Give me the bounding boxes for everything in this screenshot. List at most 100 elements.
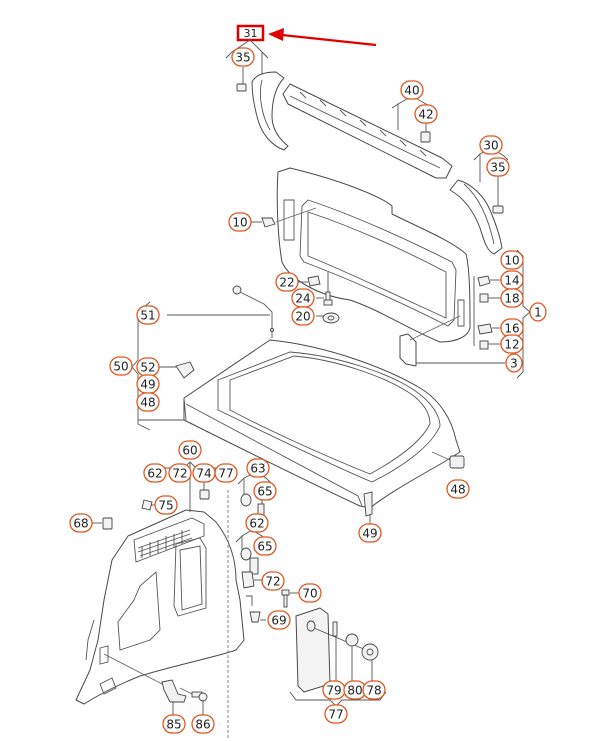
callout-ring bbox=[362, 680, 386, 700]
bolt-70[interactable] bbox=[281, 589, 300, 608]
callout-72[interactable]: 72 bbox=[168, 463, 192, 483]
pillar-trim-30[interactable] bbox=[449, 179, 503, 255]
callout-48[interactable]: 48 bbox=[136, 392, 160, 412]
callout-40[interactable]: 40 bbox=[400, 80, 424, 100]
clip-10-left[interactable] bbox=[251, 217, 276, 228]
callout-62[interactable]: 62 bbox=[245, 513, 269, 533]
callout-1[interactable]: 1 bbox=[529, 302, 547, 322]
callout-50[interactable]: 50 bbox=[109, 356, 133, 376]
callout-72[interactable]: 72 bbox=[261, 571, 285, 591]
cover-plate-77[interactable] bbox=[295, 607, 379, 693]
callout-label: 68 bbox=[73, 517, 88, 531]
callout-ring bbox=[291, 306, 315, 326]
callout-label: 69 bbox=[271, 614, 286, 628]
cover-3[interactable] bbox=[399, 333, 417, 367]
callout-86[interactable]: 86 bbox=[191, 714, 215, 734]
clip-35-right[interactable] bbox=[492, 176, 504, 214]
callout-74[interactable]: 74 bbox=[192, 463, 216, 483]
bolt-65-lower[interactable] bbox=[240, 536, 259, 575]
screw-62-upper[interactable] bbox=[240, 478, 265, 519]
side-trim-60[interactable] bbox=[75, 509, 245, 705]
callout-ring bbox=[324, 704, 348, 724]
callout-24[interactable]: 24 bbox=[291, 288, 315, 308]
clip-69[interactable] bbox=[246, 595, 266, 623]
callout-label: 72 bbox=[265, 575, 280, 589]
callout-18[interactable]: 18 bbox=[500, 288, 524, 308]
callout-ring bbox=[168, 463, 192, 483]
clip-75[interactable] bbox=[141, 499, 155, 511]
clip-42[interactable] bbox=[420, 122, 431, 143]
callout-label: 35 bbox=[235, 51, 250, 65]
callout-ring bbox=[253, 481, 277, 501]
bumper-49[interactable] bbox=[363, 491, 373, 526]
tailgate-trim-panel-1[interactable] bbox=[276, 167, 471, 343]
callout-16[interactable]: 16 bbox=[500, 318, 524, 338]
clip-16[interactable] bbox=[477, 323, 501, 335]
cap-48[interactable] bbox=[431, 451, 465, 469]
clip-68[interactable] bbox=[92, 517, 113, 530]
callout-10[interactable]: 10 bbox=[500, 250, 524, 270]
bolt-86[interactable] bbox=[179, 687, 208, 716]
callout-ring bbox=[261, 571, 285, 591]
callout-48[interactable]: 48 bbox=[446, 479, 470, 499]
callout-35[interactable]: 35 bbox=[231, 47, 255, 67]
callout-49[interactable]: 49 bbox=[358, 523, 382, 543]
support-rod-51[interactable] bbox=[232, 285, 274, 338]
callout-20[interactable]: 20 bbox=[291, 306, 315, 326]
clip-14[interactable] bbox=[477, 275, 501, 287]
callout-63[interactable]: 63 bbox=[246, 458, 270, 478]
callout-51[interactable]: 51 bbox=[136, 305, 160, 325]
callout-14[interactable]: 14 bbox=[500, 270, 524, 290]
callout-ring bbox=[529, 302, 547, 322]
clip-74[interactable] bbox=[199, 480, 210, 500]
clip-35-left[interactable] bbox=[236, 67, 247, 92]
clip-18[interactable] bbox=[479, 293, 501, 303]
hook-52[interactable] bbox=[157, 361, 195, 379]
clip-72-lower[interactable] bbox=[241, 571, 262, 589]
callout-3[interactable]: 3 bbox=[505, 353, 523, 373]
callout-22[interactable]: 22 bbox=[275, 272, 299, 292]
callout-ring bbox=[275, 272, 299, 292]
callout-label: 18 bbox=[504, 292, 519, 306]
callout-ring bbox=[143, 463, 167, 483]
callout-68[interactable]: 68 bbox=[69, 513, 93, 533]
nut-20[interactable] bbox=[316, 312, 340, 324]
screw-24[interactable] bbox=[316, 291, 333, 306]
roof-rail-trim-40[interactable] bbox=[282, 83, 453, 179]
callout-ring bbox=[231, 47, 255, 67]
callout-78[interactable]: 78 bbox=[362, 680, 386, 700]
callout-65[interactable]: 65 bbox=[253, 481, 277, 501]
clip-12[interactable] bbox=[479, 340, 501, 350]
callout-ring bbox=[500, 250, 524, 270]
highlighted-part-31[interactable]: 31 bbox=[236, 24, 265, 42]
pillar-trim-31[interactable] bbox=[251, 71, 289, 151]
callout-65[interactable]: 65 bbox=[253, 536, 277, 556]
callout-ring bbox=[500, 334, 524, 354]
callout-ring bbox=[228, 212, 252, 232]
callout-35[interactable]: 35 bbox=[486, 157, 510, 177]
callout-ring bbox=[245, 513, 269, 533]
callout-70[interactable]: 70 bbox=[298, 583, 322, 603]
callout-62[interactable]: 62 bbox=[143, 463, 167, 483]
hook-85[interactable] bbox=[103, 653, 187, 716]
callout-12[interactable]: 12 bbox=[500, 334, 524, 354]
callout-label: 52 bbox=[140, 361, 155, 375]
callout-77[interactable]: 77 bbox=[214, 463, 238, 483]
callout-42[interactable]: 42 bbox=[414, 104, 438, 124]
callout-79[interactable]: 79 bbox=[322, 680, 346, 700]
parcel-shelf-50[interactable] bbox=[183, 339, 461, 509]
callout-49[interactable]: 49 bbox=[136, 374, 160, 394]
callout-label: 63 bbox=[250, 462, 265, 476]
callout-77[interactable]: 77 bbox=[324, 704, 348, 724]
callout-85[interactable]: 85 bbox=[162, 714, 186, 734]
callout-label: 10 bbox=[504, 254, 519, 268]
clip-22[interactable] bbox=[297, 275, 321, 287]
callout-60[interactable]: 60 bbox=[178, 440, 202, 460]
callout-75[interactable]: 75 bbox=[154, 495, 178, 515]
callout-10[interactable]: 10 bbox=[228, 212, 252, 232]
callout-69[interactable]: 69 bbox=[267, 610, 291, 630]
callout-80[interactable]: 80 bbox=[343, 680, 367, 700]
callout-52[interactable]: 52 bbox=[136, 357, 160, 377]
callout-30[interactable]: 30 bbox=[479, 135, 503, 155]
